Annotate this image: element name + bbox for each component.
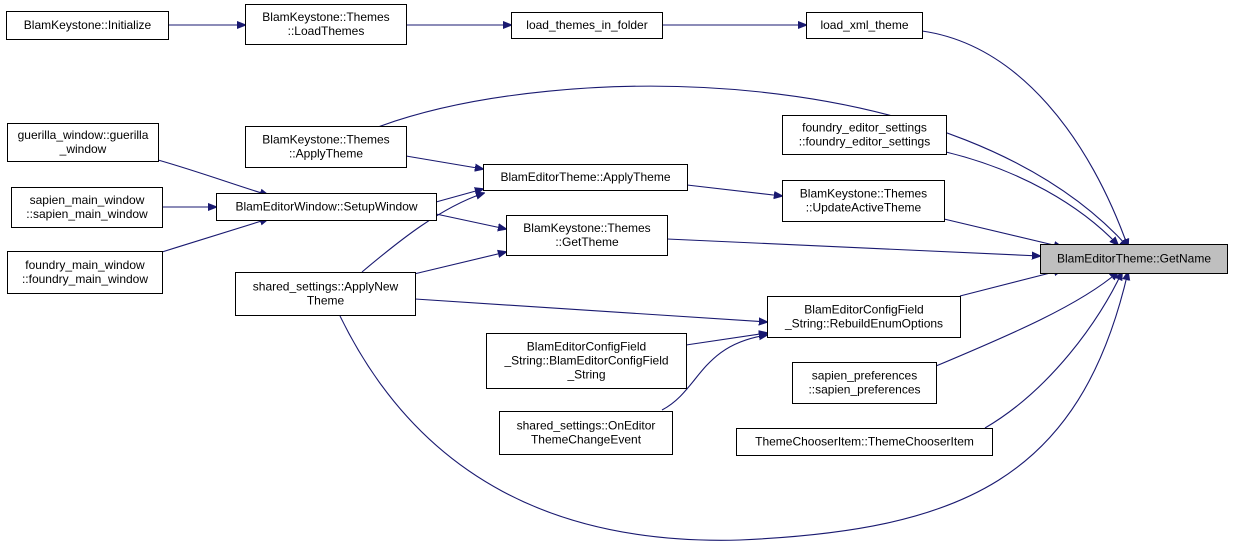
- node-label: BlamEditorWindow::SetupWindow: [235, 200, 417, 214]
- node-label: foundry_editor_settings: [802, 121, 927, 135]
- node-rebuild[interactable]: BlamEditorConfigField_String::RebuildEnu…: [767, 296, 961, 338]
- node-box: [782, 115, 947, 155]
- node-label: BlamEditorTheme::GetName: [1057, 252, 1211, 266]
- node-chooser[interactable]: ThemeChooserItem::ThemeChooserItem: [736, 428, 993, 456]
- edge-sapienpref-to-getname: [935, 272, 1118, 367]
- edge-foundrymain-to-setup: [161, 219, 268, 253]
- node-label: ::LoadThemes: [288, 24, 365, 38]
- edge-onchange-to-rebuild: [661, 335, 767, 411]
- node-box: [11, 187, 163, 228]
- edge-ktupdate-to-getname: [943, 218, 1062, 247]
- node-box: [767, 296, 961, 338]
- node-label: ::sapien_preferences: [808, 383, 920, 397]
- edge-ktget-to-getname: [666, 238, 1040, 256]
- node-getname[interactable]: BlamEditorTheme::GetName: [1040, 244, 1228, 274]
- node-sapienmain[interactable]: sapien_main_window::sapien_main_window: [11, 187, 163, 228]
- node-label: shared_settings::ApplyNew: [253, 280, 399, 294]
- node-label: ::UpdateActiveTheme: [806, 201, 922, 215]
- node-cfgctor[interactable]: BlamEditorConfigField_String::BlamEditor…: [486, 333, 687, 389]
- node-label: load_xml_theme: [820, 18, 908, 32]
- edge-guerilla-to-setup: [157, 159, 268, 195]
- node-label: BlamKeystone::Themes: [800, 187, 927, 201]
- node-ktget[interactable]: BlamKeystone::Themes::GetTheme: [506, 215, 668, 256]
- node-label: ::foundry_main_window: [22, 272, 148, 286]
- node-box: [486, 333, 687, 389]
- node-loadxml[interactable]: load_xml_theme: [806, 12, 923, 39]
- node-box: [506, 215, 668, 256]
- node-label: Theme: [307, 294, 345, 308]
- node-box: [245, 4, 407, 45]
- edge-ktapply-to-getname: [377, 85, 1128, 247]
- node-label: sapien_main_window: [30, 193, 145, 207]
- node-label: sapien_preferences: [812, 369, 917, 383]
- node-box: [736, 428, 993, 456]
- node-label: BlamKeystone::Themes: [262, 10, 389, 24]
- node-label: BlamKeystone::Themes: [523, 221, 650, 235]
- edge-sharedapply-to-getname: [339, 272, 1128, 541]
- node-foundryset[interactable]: foundry_editor_settings::foundry_editor_…: [782, 115, 947, 155]
- node-label: _String: [566, 368, 605, 382]
- node-label: _window: [59, 142, 107, 156]
- node-label: ThemeChooserItem::ThemeChooserItem: [755, 435, 974, 449]
- nodes: BlamKeystone::InitializeBlamKeystone::Th…: [6, 4, 1228, 456]
- node-ktupdate[interactable]: BlamKeystone::Themes::UpdateActiveTheme: [782, 180, 945, 222]
- node-label: _String::RebuildEnumOptions: [784, 317, 943, 331]
- edge-loadxml-to-getname: [921, 30, 1128, 247]
- edge-betapply-to-ktupdate: [686, 184, 782, 196]
- node-box: [7, 123, 159, 162]
- node-label: BlamEditorTheme::ApplyTheme: [500, 170, 670, 184]
- node-label: load_themes_in_folder: [526, 18, 647, 32]
- node-label: ::ApplyTheme: [289, 147, 363, 161]
- edge-foundryset-to-getname: [945, 151, 1118, 245]
- node-label: ThemeChangeEvent: [531, 433, 642, 447]
- node-label: BlamEditorConfigField: [804, 303, 923, 317]
- edge-setup-to-betapply: [435, 189, 483, 203]
- node-foundrymain[interactable]: foundry_main_window::foundry_main_window: [7, 251, 163, 294]
- node-label: foundry_main_window: [25, 258, 145, 272]
- node-ktapply[interactable]: BlamKeystone::Themes::ApplyTheme: [245, 126, 407, 168]
- node-box: [511, 12, 663, 39]
- node-label: ::sapien_main_window: [26, 207, 148, 221]
- node-box: [6, 11, 169, 40]
- node-label: shared_settings::OnEditor: [517, 419, 656, 433]
- node-label: _String::BlamEditorConfigField: [503, 354, 668, 368]
- node-init[interactable]: BlamKeystone::Initialize: [6, 11, 169, 40]
- node-loadthemes[interactable]: BlamKeystone::Themes::LoadThemes: [245, 4, 407, 45]
- edge-chooser-to-getname: [984, 272, 1122, 429]
- node-box: [782, 180, 945, 222]
- node-loadfolder[interactable]: load_themes_in_folder: [511, 12, 663, 39]
- node-box: [7, 251, 163, 294]
- node-label: BlamKeystone::Themes: [262, 133, 389, 147]
- edge-cfgctor-to-rebuild: [685, 333, 767, 346]
- node-box: [235, 272, 416, 316]
- node-box: [499, 411, 673, 455]
- node-sapienpref[interactable]: sapien_preferences::sapien_preferences: [792, 362, 937, 404]
- node-box: [792, 362, 937, 404]
- edges: [157, 25, 1128, 541]
- node-label: guerilla_window::guerilla: [18, 128, 149, 142]
- edge-sharedapply-to-rebuild: [414, 298, 767, 322]
- node-label: ::GetTheme: [555, 235, 619, 249]
- node-box: [483, 164, 688, 191]
- node-box: [216, 193, 437, 221]
- node-box: [806, 12, 923, 39]
- node-guerilla[interactable]: guerilla_window::guerilla_window: [7, 123, 159, 162]
- edge-rebuild-to-getname: [959, 270, 1062, 297]
- node-setup[interactable]: BlamEditorWindow::SetupWindow: [216, 193, 437, 221]
- node-label: ::foundry_editor_settings: [799, 135, 930, 149]
- node-label: BlamKeystone::Initialize: [24, 18, 152, 32]
- edge-sharedapply-to-betapply: [361, 193, 484, 273]
- node-box: [1040, 244, 1228, 274]
- node-label: BlamEditorConfigField: [527, 340, 646, 354]
- edge-setup-to-ktget: [435, 213, 506, 229]
- edge-sharedapply-to-ktget: [413, 252, 506, 275]
- node-box: [245, 126, 407, 168]
- node-betapply[interactable]: BlamEditorTheme::ApplyTheme: [483, 164, 688, 191]
- edge-ktapply-to-betapply: [405, 155, 483, 169]
- node-onchange[interactable]: shared_settings::OnEditorThemeChangeEven…: [499, 411, 673, 455]
